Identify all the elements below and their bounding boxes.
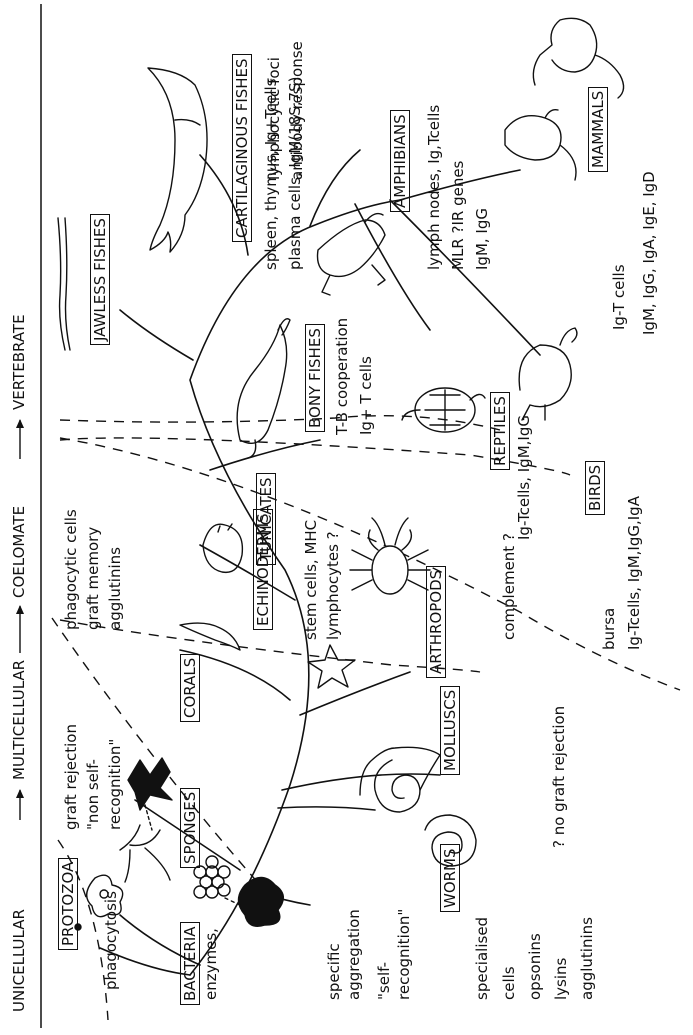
note-corals-0: graft rejection: [62, 724, 80, 830]
note-amphibians-1: MLR ?IR genes: [449, 160, 467, 270]
coral-separator: [144, 804, 153, 831]
note-sponges-0: specific: [325, 943, 343, 1000]
branch-jawless-fishes: [119, 309, 194, 361]
branch-reptiles: [354, 203, 431, 331]
note-worms-0: specialised: [473, 916, 491, 1000]
boundary-multicellular-2: [59, 619, 481, 673]
note-worms-4: agglutinins: [578, 917, 596, 1000]
mouse-sketch: [504, 108, 577, 181]
branch-birds: [389, 199, 541, 356]
note-mammals-0: Ig-T cells: [610, 264, 628, 330]
label-arthropods: ARTHROPODS: [426, 565, 446, 678]
worm-sketch: [424, 814, 477, 867]
bacterium-dot: [74, 923, 82, 931]
human-sketch: [532, 17, 625, 99]
note-amphibians-2: IgM, IgG: [473, 208, 491, 270]
label-sponges: SPONGES: [180, 787, 200, 868]
label-molluscs: MOLLUSCS: [440, 685, 460, 775]
note-bacteria-enzymes: enzymes,: [202, 928, 220, 1000]
label-amphibians: AMPHIBIANS: [390, 110, 410, 212]
branch-arthropods: [299, 671, 411, 716]
note-bony-fishes-0: T-B cooperation: [333, 317, 351, 435]
label-protozoa: PROTOZOA: [58, 857, 78, 950]
note-echinoderms-1: graft memory: [84, 526, 102, 630]
note-sponges-2: "self-: [375, 962, 393, 1000]
note-molluscs-0: ? no graft rejection: [550, 705, 568, 848]
note-worms-1: cells: [500, 966, 518, 1000]
lamprey-sketch: [57, 217, 71, 351]
branch-amphibians: [309, 149, 361, 227]
note-cartilaginous-fishes-1: plasma cells, IgM(18S,7S): [286, 76, 304, 270]
branch-echinoderms: [179, 649, 291, 701]
label-cartilaginous-fishes: CARTILAGINOUS FISHES: [232, 54, 252, 242]
boundary-multicellular-1: [51, 617, 261, 886]
label-jawless-fishes: JAWLESS FISHES: [90, 214, 110, 345]
branch-bacteria: [99, 947, 191, 976]
coral-dark-sketch: [127, 757, 173, 811]
boundary-vertebrate: [59, 415, 501, 431]
branch-worms: [277, 806, 376, 811]
boundary-coelomate-2: [59, 437, 571, 476]
note-protozoa-phagocytosis: phagocytosis: [102, 891, 120, 990]
bird-sketch: [518, 327, 578, 421]
note-sponges-1: aggregation: [345, 909, 363, 1000]
note-birds-1: Ig-Tcells, IgM,IgG,IgA: [625, 496, 643, 650]
branch-molluscs: [281, 773, 441, 791]
starfish-sketch: [307, 644, 356, 689]
sponge-separator: [224, 897, 241, 906]
branch-cartilaginous-fishes: [199, 154, 249, 256]
note-birds-0: bursa: [600, 607, 618, 650]
label-tunicates: TUNICATES: [256, 473, 276, 565]
label-bony-fishes: BONY FISHES: [305, 324, 325, 432]
label-bacteria: BACTERIA: [180, 922, 200, 1005]
branch-bony-fishes: [209, 439, 321, 471]
branch-mammals: [399, 169, 521, 201]
note-mammals-1: IgM, IgG, IgA, IgE, IgD: [640, 171, 658, 335]
label-corals: CORALS: [180, 653, 200, 722]
sponge-cells-sketch: [193, 855, 231, 899]
tree-trunk: [189, 199, 401, 976]
note-worms-3: lysins: [552, 957, 570, 1000]
note-bony-fishes-1: Ig+ T cells: [357, 356, 375, 435]
coral-light-sketch: [119, 824, 171, 883]
note-corals-2: recognition": [106, 738, 124, 830]
label-worms: WORMS: [440, 844, 460, 912]
note-tunicates-0: stem cells, MHC: [302, 519, 320, 640]
note-tunicates-1: lymphocytes ?: [324, 531, 342, 640]
note-cartilaginous-fishes-0: spleen, thymus, Ig+Tcells: [262, 78, 280, 271]
branch-tunicates: [199, 544, 296, 601]
snail-sketch: [359, 746, 441, 813]
axis-label-vertebrate: VERTEBRATE: [10, 314, 28, 410]
axis-label-multicellular: MULTICELLULAR: [10, 659, 28, 780]
tortoise-sketch: [401, 387, 486, 433]
note-amphibians-0: lymph nodes, Ig,Tcells: [425, 104, 443, 270]
note-echinoderms-2: agglutinins: [106, 547, 124, 630]
protozoa-sketch: [86, 874, 124, 918]
axis-label-coelomate: COELOMATE: [10, 505, 28, 598]
axis-label-unicellular: UNICELLULAR: [10, 909, 28, 1012]
branch-protozoa: [119, 914, 201, 966]
note-echinoderms-0: phagocytic cells: [62, 509, 80, 630]
note-reptiles-0: Ig-Tcells, IgM,IgG: [515, 415, 533, 540]
bony-fish-sketch: [236, 318, 291, 459]
note-arthropods-0: complement ?: [500, 533, 518, 640]
crab-sketch: [349, 517, 431, 595]
note-corals-1: "non self-: [84, 759, 102, 830]
sponge-aggregate-sketch: [237, 876, 284, 927]
boundary-coelomate-1: [59, 437, 681, 691]
label-mammals: MAMMALS: [588, 86, 608, 172]
shark-sketch: [147, 67, 208, 253]
label-reptiles: REPTILES: [490, 392, 510, 470]
label-birds: BIRDS: [585, 460, 605, 515]
frog-sketch: [316, 212, 386, 296]
tunicate-sketch: [202, 523, 244, 574]
note-worms-2: opsonins: [526, 933, 544, 1000]
note-sponges-3: recognition": [395, 908, 413, 1000]
sea-cucumber-sketch: [179, 622, 241, 651]
